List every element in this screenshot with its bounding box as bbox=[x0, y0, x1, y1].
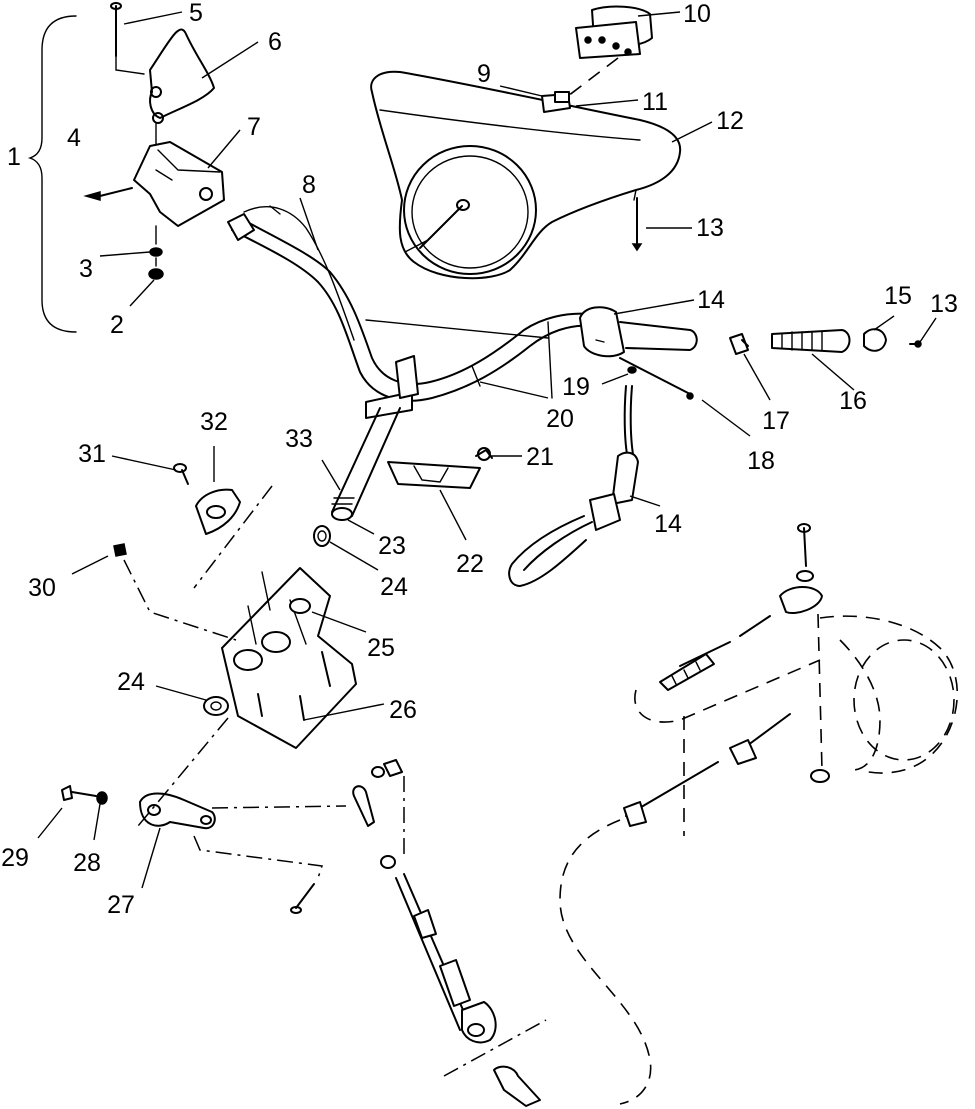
pitman-arm bbox=[61, 785, 315, 914]
steering-support bbox=[173, 463, 357, 749]
callout-c2: 2 bbox=[110, 311, 124, 339]
steering-post bbox=[313, 355, 419, 547]
screw-13a bbox=[631, 197, 643, 252]
callout-c9: 9 bbox=[477, 60, 491, 88]
callout-c17: 17 bbox=[762, 407, 790, 435]
handlebar bbox=[227, 205, 591, 402]
callout-c26: 26 bbox=[389, 696, 417, 724]
callout-c15: 15 bbox=[884, 282, 912, 310]
callout-c21: 21 bbox=[526, 443, 554, 471]
callout-c23: 23 bbox=[378, 532, 406, 560]
callout-c8: 8 bbox=[302, 171, 316, 199]
callout-c30: 30 bbox=[28, 574, 56, 602]
callout-c24b: 24 bbox=[117, 668, 145, 696]
handlebar-clamp bbox=[83, 2, 225, 280]
callout-c16: 16 bbox=[839, 387, 867, 415]
throttle-parts bbox=[729, 328, 922, 355]
leader-lines bbox=[37, 11, 937, 889]
callout-c11: 11 bbox=[642, 88, 668, 116]
callout-c24a: 24 bbox=[380, 573, 408, 601]
callout-c31: 31 bbox=[78, 440, 106, 468]
callout-c33: 33 bbox=[285, 425, 313, 453]
callout-c20: 20 bbox=[546, 405, 574, 433]
callout-c1: 1 bbox=[7, 143, 21, 171]
callout-c6: 6 bbox=[268, 28, 282, 56]
group-bracket bbox=[27, 15, 77, 333]
callout-c32: 32 bbox=[200, 408, 228, 436]
callout-c10: 10 bbox=[683, 0, 711, 28]
callout-c12: 12 bbox=[716, 107, 744, 135]
tie-rod-assembly bbox=[623, 523, 830, 827]
callout-c13a: 13 bbox=[696, 214, 724, 242]
callout-c18: 18 bbox=[747, 447, 775, 475]
callout-c14b: 14 bbox=[654, 510, 682, 538]
right-control-housing bbox=[471, 306, 698, 399]
callout-c14a: 14 bbox=[697, 286, 725, 314]
callout-c3: 3 bbox=[79, 255, 93, 283]
callout-c28: 28 bbox=[73, 849, 101, 877]
callout-c29: 29 bbox=[1, 844, 29, 872]
callout-c27: 27 bbox=[107, 891, 135, 919]
fasteners bbox=[113, 357, 694, 721]
callout-c7: 7 bbox=[247, 113, 261, 141]
callout-c22: 22 bbox=[456, 550, 484, 578]
tether-switch bbox=[508, 385, 639, 587]
hidden-lines bbox=[123, 485, 959, 1105]
mount-bracket bbox=[387, 447, 493, 489]
steering-cable bbox=[352, 759, 541, 1107]
headlight-switch bbox=[541, 5, 653, 113]
callout-c25: 25 bbox=[367, 634, 395, 662]
callout-labels: 1234567891011121313141415161718192021222… bbox=[1, 0, 958, 919]
callout-c4: 4 bbox=[67, 124, 81, 152]
callout-c13b: 13 bbox=[930, 290, 958, 318]
callout-c19: 19 bbox=[562, 373, 590, 401]
callout-c5: 5 bbox=[189, 0, 203, 27]
headlight-pod bbox=[370, 70, 682, 280]
